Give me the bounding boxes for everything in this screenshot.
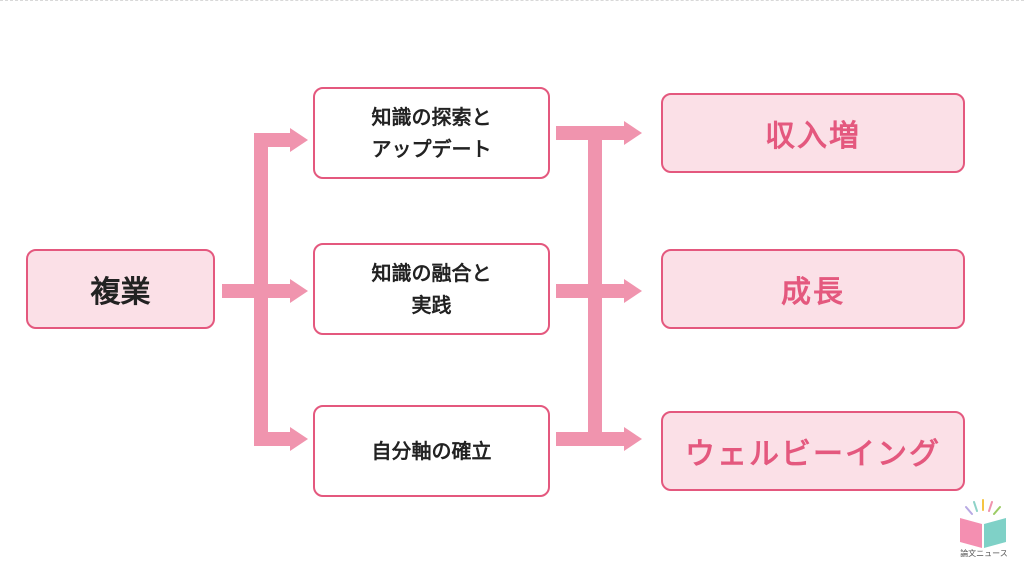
arrow-shaft-to-middle-1 xyxy=(254,133,290,147)
outcome-box-2: 成長 xyxy=(661,249,965,329)
arrowhead-to-middle-2 xyxy=(290,279,308,303)
arrow-shaft-to-outcome-1 xyxy=(588,126,624,140)
connector-left-horizontal xyxy=(222,284,258,298)
middle-label-2: 知識の融合と 実践 xyxy=(371,261,492,317)
outcome-box-1: 収入増 xyxy=(661,93,965,173)
middle-box-2: 知識の融合と 実践 xyxy=(313,243,550,335)
middle-box-3: 自分軸の確立 xyxy=(313,405,550,497)
arrowhead-to-outcome-1 xyxy=(624,121,642,145)
outcome-box-3: ウェルビーイング xyxy=(661,411,965,491)
middle-box-1: 知識の探索と アップデート xyxy=(313,87,550,179)
arrowhead-to-outcome-3 xyxy=(624,427,642,451)
source-label: 複業 xyxy=(90,275,151,310)
outcome-label-2: 成長 xyxy=(781,275,845,310)
top-divider xyxy=(0,0,1024,1)
arrow-shaft-to-middle-2 xyxy=(254,284,290,298)
arrowhead-to-outcome-2 xyxy=(624,279,642,303)
outcome-label-1: 収入増 xyxy=(765,119,861,154)
arrow-shaft-to-outcome-2 xyxy=(588,284,624,298)
outcome-label-3: ウェルビーイング xyxy=(685,437,941,472)
arrowhead-to-middle-3 xyxy=(290,427,308,451)
open-book-icon xyxy=(960,499,1006,548)
arrowhead-to-middle-1 xyxy=(290,128,308,152)
source-box: 複業 xyxy=(26,249,215,329)
middle-label-1: 知識の探索と アップデート xyxy=(371,105,492,161)
arrow-shaft-to-outcome-3 xyxy=(588,432,624,446)
arrow-shaft-to-middle-3 xyxy=(254,432,290,446)
logo-text: 論文ニュース xyxy=(960,549,1008,558)
middle-label-3: 自分軸の確立 xyxy=(371,439,492,463)
